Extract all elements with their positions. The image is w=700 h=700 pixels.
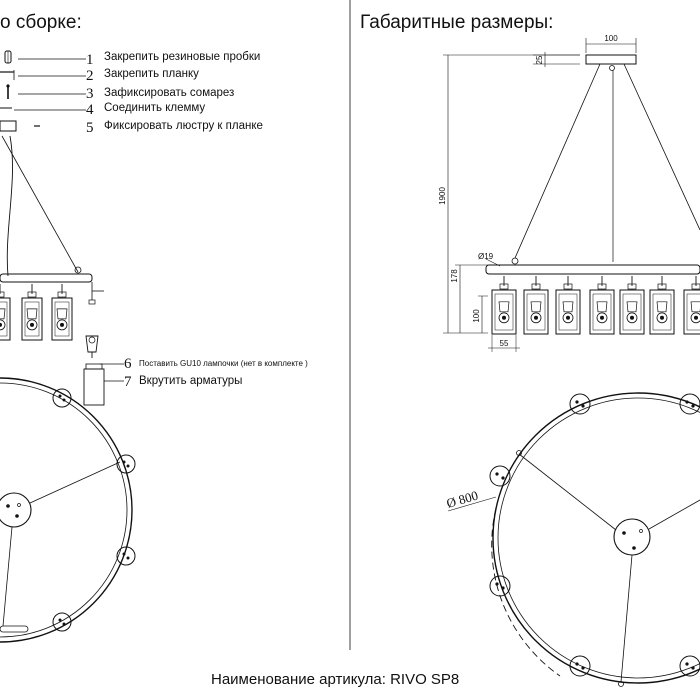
dimensions-title: Габаритные размеры: [360, 12, 553, 33]
right-ring-top-view [447, 392, 700, 687]
left-ring-mount-4 [52, 612, 72, 632]
dim-ring-height: 178 [450, 269, 459, 283]
right-ring-mount-3 [489, 465, 511, 487]
left-shade-row [0, 284, 73, 341]
article-name: Наименование артикула: RIVO SP8 [211, 671, 459, 688]
right-shade-5 [619, 276, 645, 335]
step-1-text: Закрепить резиновые пробки [104, 51, 260, 63]
dim-tube-diameter: Ø19 [478, 252, 494, 261]
left-ring-mount-2 [116, 454, 136, 474]
dim-shade-width: 55 [500, 339, 509, 348]
step-6-number: 6 [124, 356, 132, 372]
right-shade-3 [555, 276, 581, 335]
left-shade-2 [21, 284, 43, 341]
step-7-text: Вкрутить арматуры [139, 375, 242, 387]
right-ring-mount-1 [569, 393, 591, 415]
assembly-title: о сборке: [0, 12, 82, 33]
step-1-number: 1 [86, 52, 94, 68]
right-shade-2 [523, 276, 549, 335]
screw-icon [6, 84, 10, 99]
step-5-text: Фиксировать люстру к планке [104, 120, 263, 132]
right-ring-mount-5 [569, 655, 591, 677]
dim-total-height: 1900 [438, 187, 447, 205]
right-ring-mount-4 [489, 575, 511, 597]
step-7-number: 7 [124, 374, 132, 390]
right-shade-7 [683, 276, 700, 335]
assembly-side-view [0, 135, 105, 406]
mounting-bar-icon [0, 70, 15, 80]
left-ring-mount-1 [52, 388, 72, 408]
right-shade-4 [589, 276, 615, 335]
rubber-plug-icon [4, 50, 12, 64]
dim-top-width: 100 [604, 34, 618, 43]
step-3-number: 3 [86, 86, 94, 102]
left-shade-1 [0, 284, 11, 341]
left-ring-top-view [0, 377, 136, 643]
left-ring-mount-3 [116, 546, 136, 566]
chandelier-front-view [443, 38, 700, 352]
step-4-text: Соединить клемму [104, 102, 205, 114]
canopy-icon [0, 120, 40, 132]
step-2-number: 2 [86, 68, 94, 84]
dim-canopy-height: 25 [535, 55, 544, 64]
step-3-text: Зафиксировать сомарез [104, 87, 234, 99]
footer-backdrop [200, 664, 530, 690]
step-4-number: 4 [86, 102, 94, 118]
right-shade-row [491, 276, 700, 335]
step-6-text: Поставить GU10 лампочки (нет в комплекте… [139, 359, 308, 368]
step-2-text: Закрепить планку [104, 68, 199, 80]
right-shade-1 [491, 276, 517, 335]
right-shade-6 [649, 276, 675, 335]
dim-shade-height: 100 [472, 309, 481, 323]
left-shade-3 [51, 284, 73, 341]
step-5-number: 5 [86, 120, 94, 136]
right-ring-mounts [489, 393, 700, 677]
right-ring-mount-6 [679, 655, 700, 677]
right-ring-mount-2 [679, 393, 700, 415]
dim-ring-diameter: Ø 800 [445, 488, 480, 511]
